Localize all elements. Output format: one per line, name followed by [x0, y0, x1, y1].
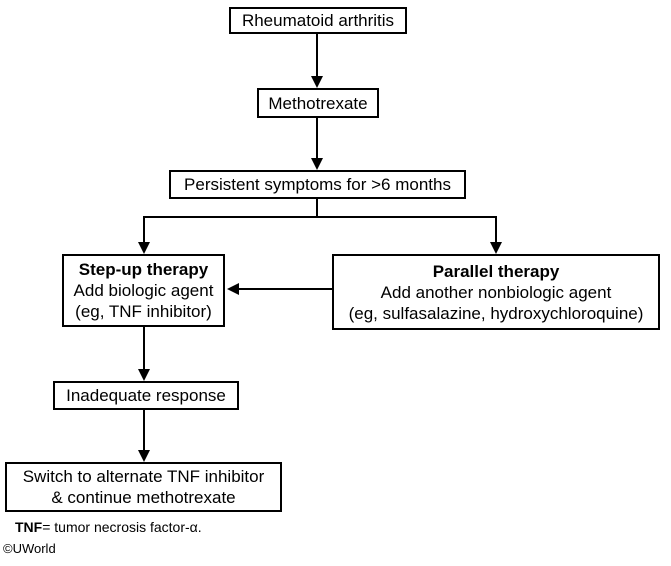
arrowhead-down-icon	[490, 242, 502, 254]
node-title: Parallel therapy	[432, 261, 560, 281]
arrow-persistent-to-stepup	[143, 216, 145, 243]
node-line: & continue methotrexate	[51, 488, 236, 507]
footnote-term: TNF	[15, 519, 43, 535]
arrow-methotrexate-to-persistent	[316, 118, 318, 159]
node-line: (eg, sulfasalazine, hydroxychloroquine)	[348, 303, 644, 323]
arrow-parallel-to-stepup	[239, 288, 332, 290]
node-label: Rheumatoid arthritis	[241, 11, 395, 30]
arrow-persistent-to-parallel	[495, 216, 497, 243]
node-label: Inadequate response	[66, 386, 226, 405]
arrowhead-down-icon	[138, 369, 150, 381]
arrowhead-down-icon	[138, 242, 150, 254]
node-persistent-symptoms: Persistent symptoms for >6 months	[169, 170, 466, 199]
footnote-tnf-definition: TNF= tumor necrosis factor-α.	[15, 519, 202, 535]
arrowhead-down-icon	[311, 76, 323, 88]
arrowhead-down-icon	[138, 450, 150, 462]
arrowhead-left-icon	[227, 283, 239, 295]
node-rheumatoid-arthritis: Rheumatoid arthritis	[229, 7, 407, 34]
copyright-uworld: ©UWorld	[3, 541, 56, 556]
node-label: Methotrexate	[268, 93, 368, 113]
node-label: Persistent symptoms for >6 months	[184, 175, 451, 194]
branch-horizontal-line	[143, 216, 497, 218]
node-line: Add biologic agent	[73, 281, 214, 300]
footnote-text: = tumor necrosis factor-α.	[42, 519, 202, 535]
arrow-rheumatoid-to-methotrexate	[316, 34, 318, 77]
node-line: Add another nonbiologic agent	[380, 282, 612, 302]
node-line: Switch to alternate TNF inhibitor	[22, 467, 265, 486]
branch-stub-line	[316, 199, 318, 218]
arrow-stepup-to-inadequate	[143, 327, 145, 370]
node-switch-tnf-inhibitor: Switch to alternate TNF inhibitor & cont…	[5, 462, 282, 512]
arrow-inadequate-to-switch	[143, 410, 145, 451]
node-step-up-therapy: Step-up therapy Add biologic agent (eg, …	[62, 254, 225, 327]
node-title: Step-up therapy	[78, 260, 209, 279]
node-inadequate-response: Inadequate response	[53, 381, 239, 410]
node-line: (eg, TNF inhibitor)	[75, 302, 212, 321]
arrowhead-down-icon	[311, 158, 323, 170]
node-methotrexate: Methotrexate	[257, 88, 379, 118]
node-parallel-therapy: Parallel therapy Add another nonbiologic…	[332, 254, 660, 330]
